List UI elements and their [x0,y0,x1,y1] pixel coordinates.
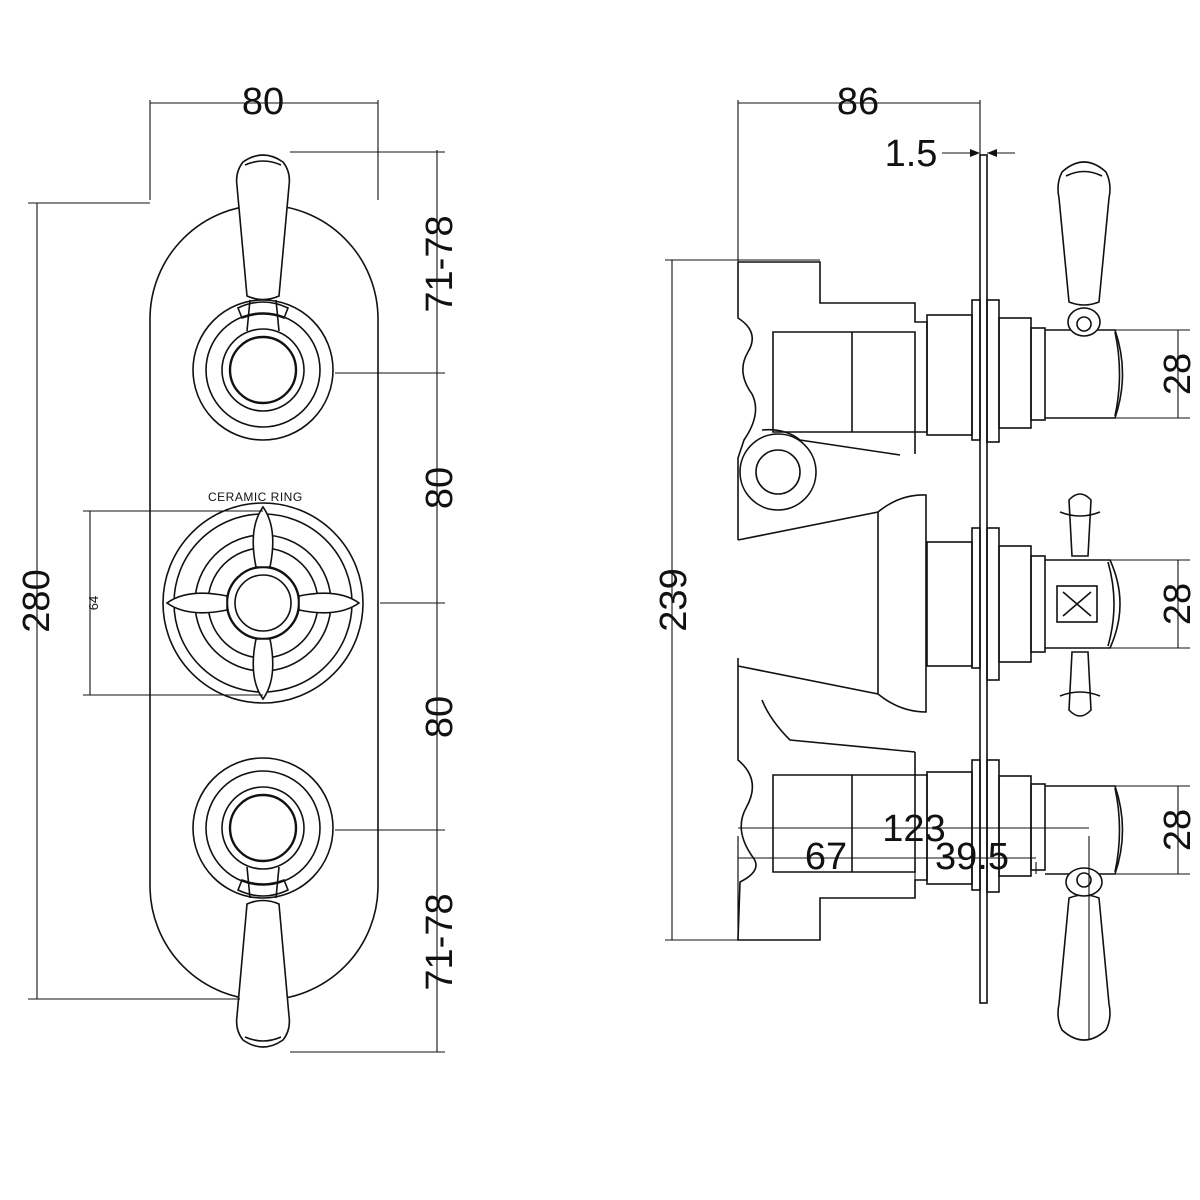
dim-side-spindles: 28 28 28 [1110,329,1199,875]
svg-text:71-78: 71-78 [419,215,461,312]
svg-text:80: 80 [242,81,284,123]
pipe-outlet [739,433,817,511]
dim-front-width: 80 [149,81,379,200]
svg-text:86: 86 [837,81,879,123]
dim-front-diverter: 64 [83,510,263,696]
svg-text:67: 67 [805,836,847,878]
bottom-lever-handle [235,899,291,1048]
side-view: 86 1.5 239 28 28 [653,81,1199,1041]
svg-text:64: 64 [86,596,101,610]
dim-front-chain: 71-78 80 80 71-78 [290,150,461,1053]
svg-text:1.5: 1.5 [885,133,938,175]
dim-side-plate: 1.5 [885,133,1015,175]
svg-text:123: 123 [882,808,945,850]
svg-text:80: 80 [419,467,461,509]
side-cross-handle [1068,493,1092,557]
svg-text:28: 28 [1157,353,1199,395]
upper-spindle [926,161,1124,443]
svg-text:39.5: 39.5 [935,836,1009,878]
svg-text:28: 28 [1157,583,1199,625]
bottom-control [192,757,334,1048]
svg-text:71-78: 71-78 [419,893,461,990]
svg-text:280: 280 [16,569,58,632]
dim-side-depth: 86 [737,81,981,262]
svg-text:80: 80 [419,696,461,738]
front-view: CERAMIC RING 80 280 [16,81,461,1053]
svg-text:28: 28 [1157,809,1199,851]
dim-side-height: 239 [653,259,820,941]
side-top-lever [1057,161,1111,306]
diverter-control: CERAMIC RING [162,490,364,704]
lower-spindle [926,759,1124,1041]
diverter-cross-handle [252,505,274,568]
side-bottom-lever [1057,894,1111,1041]
dim-front-height: 280 [16,202,240,1000]
svg-text:239: 239 [653,568,695,631]
top-lever-handle [235,154,291,301]
valve-body [737,261,928,941]
ceramic-ring-label: CERAMIC RING [208,490,303,504]
top-control [192,154,334,441]
dim-side-bottom: 67 39.5 123 [737,808,1090,1040]
middle-spindle [926,493,1121,717]
